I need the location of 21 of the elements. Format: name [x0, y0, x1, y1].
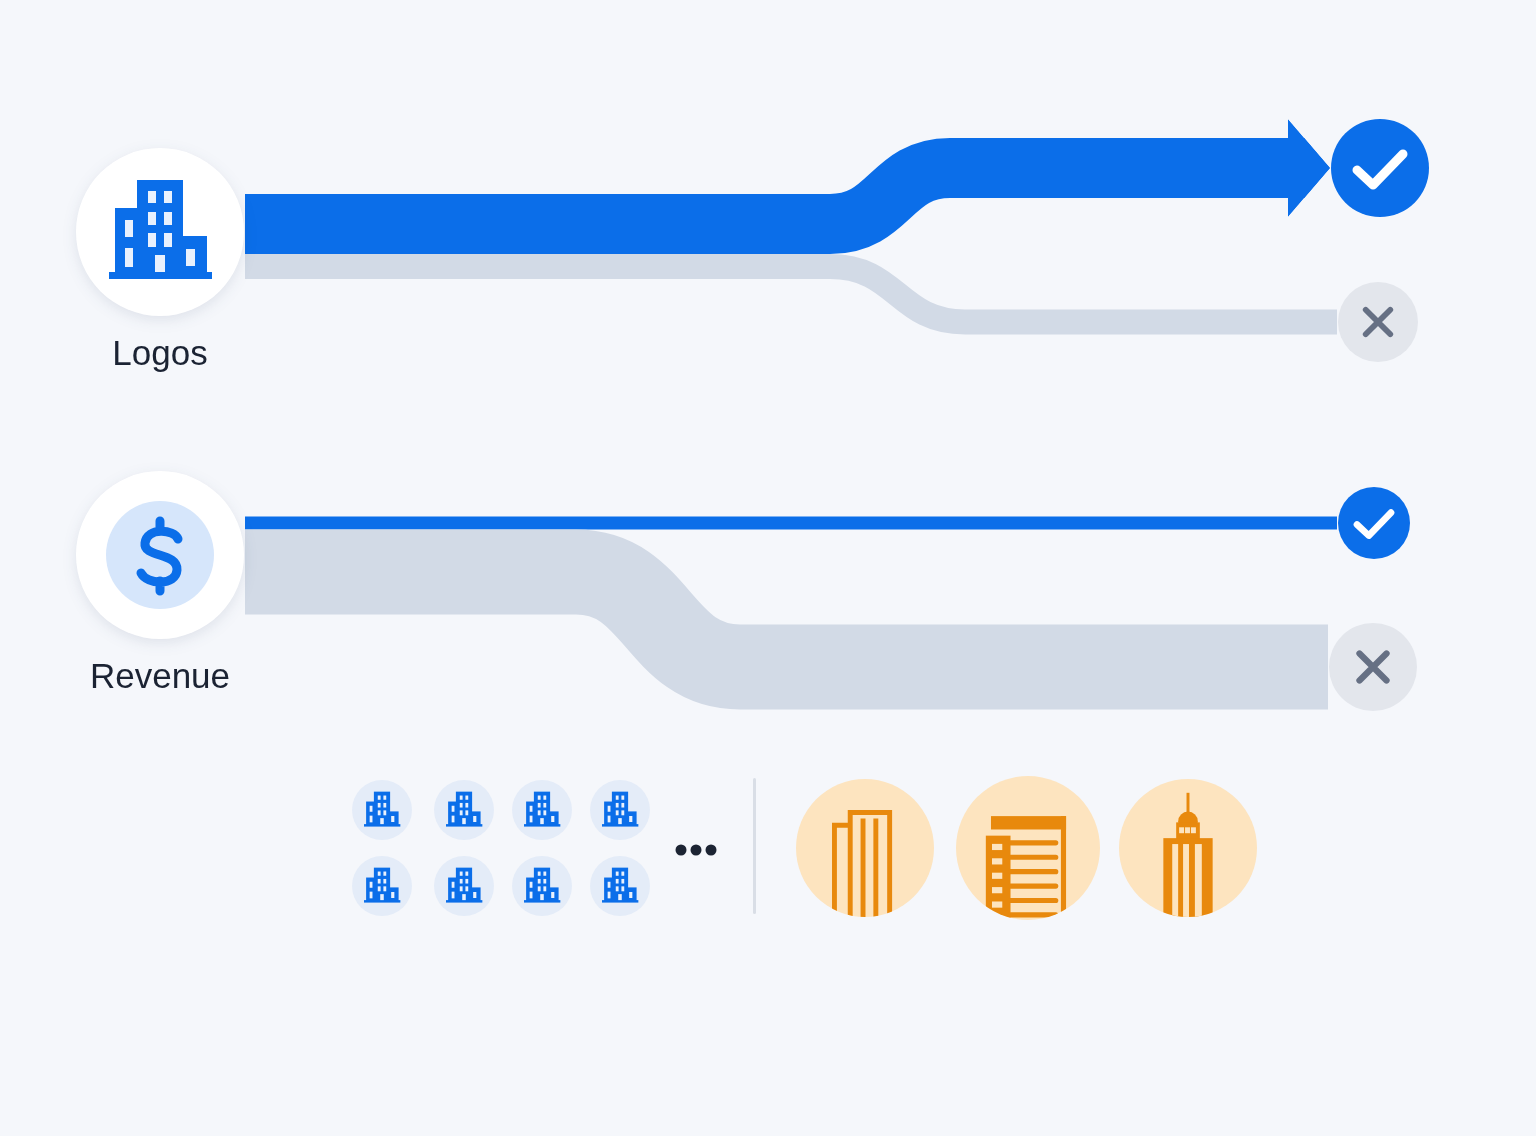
flow-arrow: [245, 119, 1330, 254]
building-icon: [512, 856, 572, 916]
flow-band: [245, 529, 1328, 710]
cross-icon: [1337, 281, 1419, 363]
category-label: Revenue: [89, 656, 231, 696]
skyscraper-icon: [1119, 779, 1257, 917]
building-icon: [590, 780, 650, 840]
building-icon: [512, 780, 572, 840]
flow-band: [245, 254, 1337, 335]
office-block-icon: [956, 776, 1100, 920]
building-icon: [434, 780, 494, 840]
building-icon: [352, 856, 412, 916]
office-towers-icon: [796, 779, 934, 917]
building-icon: [590, 856, 650, 916]
category-label: Logos: [112, 333, 208, 373]
cross-icon: [1328, 622, 1418, 712]
building-icon: [352, 780, 412, 840]
check-icon: [1337, 486, 1411, 560]
flow-band: [245, 516, 1337, 530]
check-icon: [1330, 118, 1430, 218]
building-icon: [434, 856, 494, 916]
